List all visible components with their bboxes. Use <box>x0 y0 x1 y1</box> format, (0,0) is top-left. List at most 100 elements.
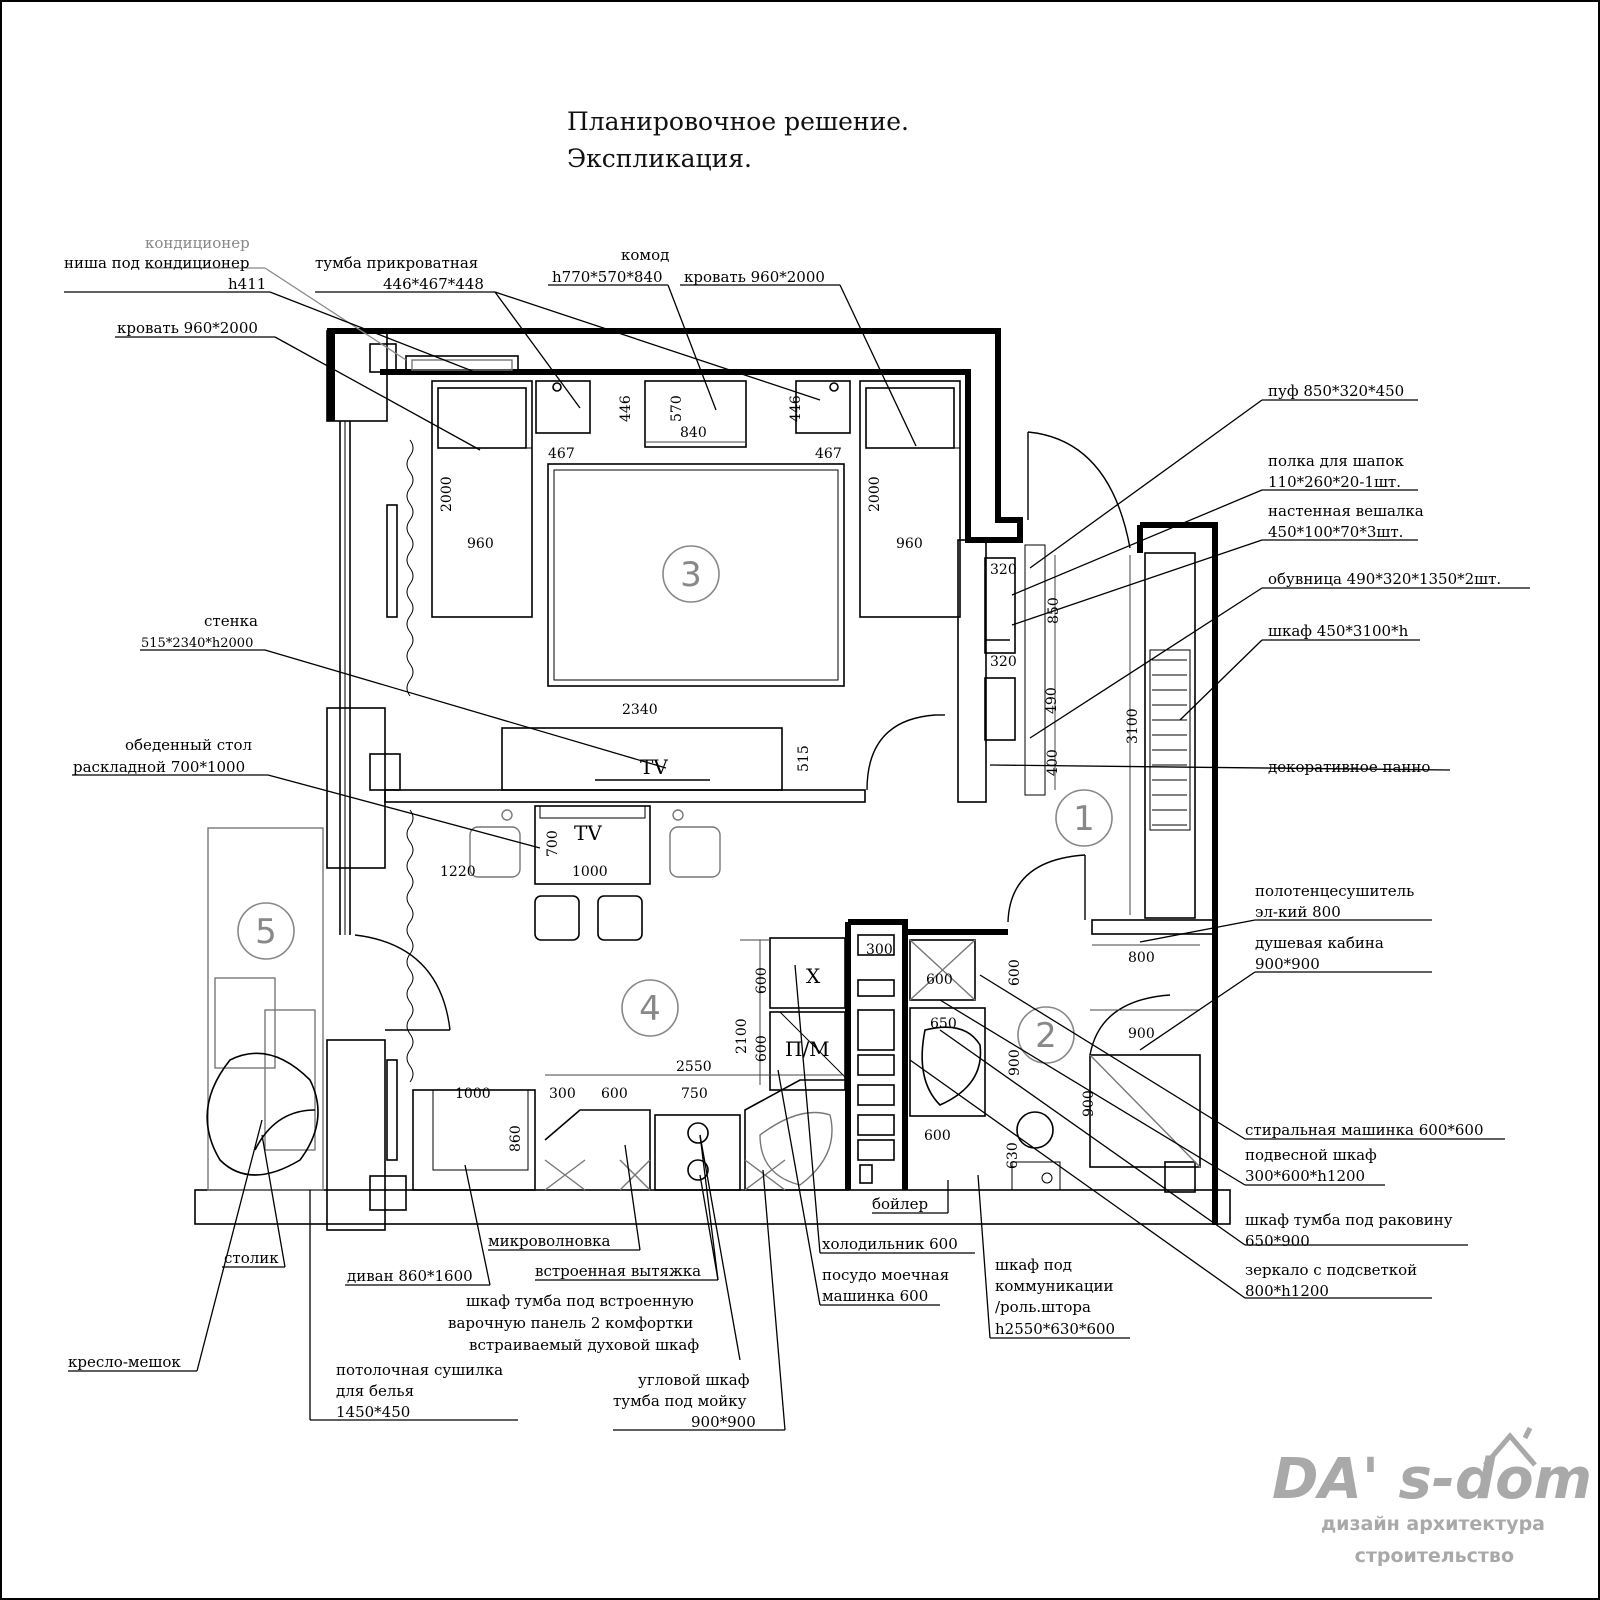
label-wall-unit-size: 515*2340*h2000 <box>141 636 253 651</box>
label-ceiling-dryer-size: 1450*450 <box>336 1403 410 1421</box>
dim-600-bath-side: 600 <box>1007 959 1023 986</box>
label-bed-left: кровать 960*2000 <box>117 319 258 337</box>
label-coffee-table: столик <box>224 1249 279 1267</box>
dishwasher-pm-label: П/М <box>785 1037 830 1061</box>
room-number-1: 1 <box>1073 799 1095 839</box>
label-sofa: диван 860*1600 <box>347 1267 473 1285</box>
dim-446-left: 446 <box>618 395 634 422</box>
label-sink-cabinet: шкаф тумба под раковину <box>1245 1211 1453 1229</box>
dim-2000-right: 2000 <box>867 476 883 512</box>
label-bed-right: кровать 960*2000 <box>684 268 825 286</box>
label-ac-niche: ниша под кондиционер <box>64 254 249 272</box>
logo-tagline-2: строительство <box>1355 1545 1514 1567</box>
dim-840: 840 <box>680 425 707 441</box>
dim-700: 700 <box>545 830 561 857</box>
dim-400: 400 <box>1045 749 1061 776</box>
label-boiler: бойлер <box>872 1195 928 1213</box>
dim-600-fridge: 600 <box>754 967 770 994</box>
dim-3100: 3100 <box>1125 708 1141 744</box>
label-wall-hanger: настенная вешалка <box>1268 502 1424 520</box>
dim-446-right: 446 <box>788 395 804 422</box>
label-oven: встраиваемый духовой шкаф <box>469 1336 699 1354</box>
dim-320-mid: 320 <box>990 654 1017 670</box>
dim-600-bath-bottom: 600 <box>924 1128 951 1144</box>
dim-630: 630 <box>1005 1142 1021 1169</box>
label-comm-cabinet-3: /роль.штора <box>995 1298 1091 1316</box>
callouts-right: пуф 850*320*450 полка для шапок 110*260*… <box>1245 382 1501 1300</box>
label-conditioner: кондиционер <box>145 234 250 252</box>
dim-900-sink: 900 <box>1007 1049 1023 1076</box>
fridge-x-label: X <box>806 964 821 988</box>
label-ac-niche-height: h411 <box>228 275 266 293</box>
label-beanbag: кресло-мешок <box>68 1353 181 1371</box>
dim-960-right: 960 <box>896 536 923 552</box>
dim-860: 860 <box>508 1125 524 1152</box>
label-decorative-panel: декоративное панно <box>1268 758 1430 776</box>
label-corner-size: 900*900 <box>691 1413 756 1431</box>
title-line-2: Экспликация. <box>567 144 752 173</box>
label-dresser-size: h770*570*840 <box>552 268 663 286</box>
dim-515: 515 <box>796 745 812 772</box>
label-microwave: микроволновка <box>488 1232 611 1250</box>
room-number-2: 2 <box>1035 1016 1057 1056</box>
label-fridge: холодильник 600 <box>822 1235 958 1253</box>
label-ceiling-dryer: потолочная сушилка <box>336 1361 503 1379</box>
hallway-furniture <box>984 431 1196 923</box>
dim-490: 490 <box>1044 687 1060 714</box>
label-shower: душевая кабина <box>1255 934 1384 952</box>
dim-2550: 2550 <box>676 1059 712 1075</box>
dim-300-kitchen: 300 <box>549 1086 576 1102</box>
label-comm-cabinet-size: h2550*630*600 <box>995 1320 1115 1338</box>
dim-1220: 1220 <box>440 864 476 880</box>
label-dishwasher-size: машинка 600 <box>822 1287 928 1305</box>
label-towel-dryer-size: эл-кий 800 <box>1255 903 1341 921</box>
label-mirror: зеркало с подсветкой <box>1245 1261 1417 1279</box>
label-comm-cabinet: шкаф под <box>995 1256 1072 1274</box>
callouts-bottom: бойлер холодильник 600 посудо моечная ма… <box>68 1195 1115 1431</box>
label-hat-shelf: полка для шапок <box>1268 452 1405 470</box>
dim-600-washer: 600 <box>926 972 953 988</box>
dim-900-shower-side: 900 <box>1081 1090 1097 1117</box>
label-hob-cabinet-2: варочную панель 2 комфортки <box>448 1314 693 1332</box>
label-wall-hanger-size: 450*100*70*3шт. <box>1268 523 1403 541</box>
label-pouf: пуф 850*320*450 <box>1268 382 1404 400</box>
dim-467-left: 467 <box>548 446 575 462</box>
label-towel-dryer: полотенцесушитель <box>1255 882 1414 900</box>
dim-300-bath: 300 <box>866 942 893 958</box>
living-kitchen-furniture <box>354 805 849 1191</box>
dimensions: 446 467 570 840 446 467 2000 960 2000 96… <box>439 395 1155 1169</box>
balcony-furniture <box>206 827 324 1191</box>
room-number-3: 3 <box>680 555 702 595</box>
dim-960-left: 960 <box>467 536 494 552</box>
label-bedside-table: тумба прикроватная <box>315 254 478 272</box>
dim-2000-left: 2000 <box>439 476 455 512</box>
label-corner-sink: тумба под мойку <box>613 1392 747 1410</box>
label-washing-machine: стиральная машинка 600*600 <box>1245 1121 1484 1139</box>
label-hood: встроенная вытяжка <box>535 1262 701 1280</box>
dim-900-shower-top: 900 <box>1128 1026 1155 1042</box>
label-shoe-cabinet: обувница 490*320*1350*2шт. <box>1268 570 1501 588</box>
label-bedside-table-size: 446*467*448 <box>383 275 484 293</box>
dim-320-top: 320 <box>990 562 1017 578</box>
label-dresser: комод <box>621 246 669 264</box>
label-sink-cabinet-size: 650*900 <box>1245 1232 1310 1250</box>
dim-600-dishwasher: 600 <box>754 1035 770 1062</box>
title-line-1: Планировочное решение. <box>567 107 909 136</box>
dim-2340: 2340 <box>622 702 658 718</box>
bathroom-furniture <box>857 934 1201 1191</box>
room-numbers: 3 1 2 4 5 <box>237 545 1113 1064</box>
dim-2100: 2100 <box>734 1018 750 1054</box>
room-number-4: 4 <box>639 989 661 1029</box>
dim-750: 750 <box>681 1086 708 1102</box>
callouts-top-left: кондиционер ниша под кондиционер h411 ту… <box>64 234 825 776</box>
label-hob-cabinet: шкаф тумба под встроенную <box>466 1292 694 1310</box>
label-wall-cabinet: подвесной шкаф <box>1245 1146 1377 1164</box>
bedroom-furniture <box>386 355 961 791</box>
label-hat-shelf-size: 110*260*20-1шт. <box>1268 473 1401 491</box>
dim-467-right: 467 <box>815 446 842 462</box>
logo-chimney-icon <box>1522 1426 1533 1440</box>
dim-1000-table: 1000 <box>572 864 608 880</box>
label-wall-cabinet-size: 300*600*h1200 <box>1245 1167 1365 1185</box>
